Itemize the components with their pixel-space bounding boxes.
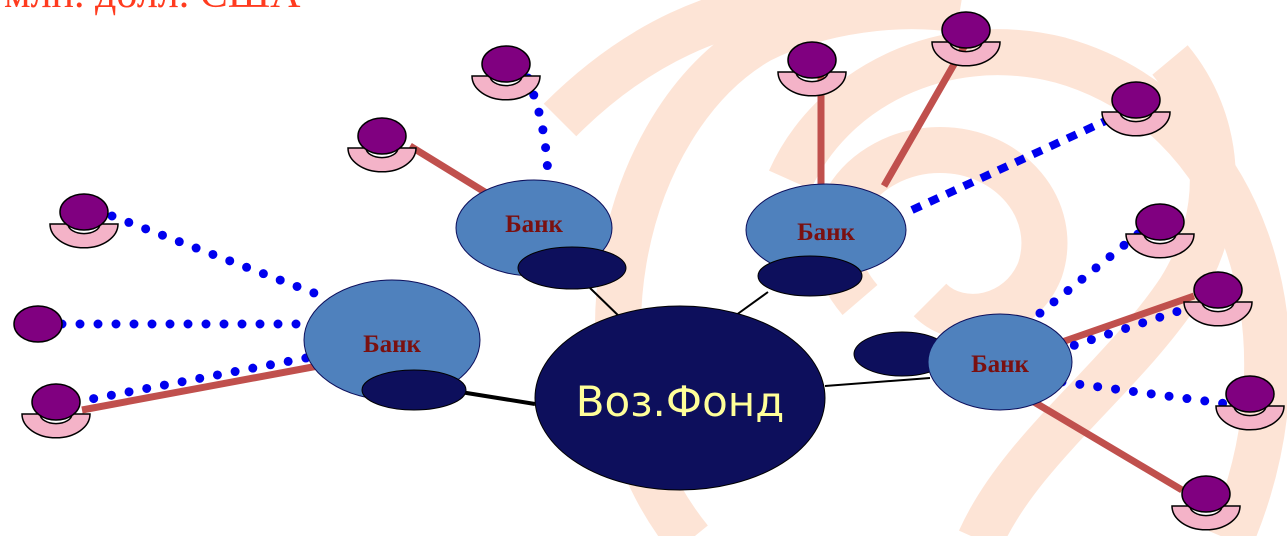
client-base-icon — [1215, 405, 1285, 431]
client-head-icon — [59, 193, 109, 231]
client-base-icon — [1171, 505, 1241, 531]
bank-label: Банк — [363, 331, 421, 358]
bank-vault — [517, 246, 627, 290]
dotted-link-right-3 — [1057, 377, 1233, 409]
dotted-link-right-1 — [1029, 229, 1143, 323]
client-head-icon — [1181, 475, 1231, 513]
solid-link-right-1 — [1060, 292, 1196, 346]
clients — [13, 11, 1285, 531]
client-base-icon — [931, 41, 1001, 67]
dotted-link-right-2 — [1061, 301, 1199, 353]
client-base-icon — [21, 413, 91, 439]
client-head-icon — [1193, 271, 1243, 309]
client-head-icon — [13, 305, 63, 343]
fund-node: Воз.Фонд — [534, 305, 826, 491]
client-head-icon — [1225, 375, 1275, 413]
client-base-icon — [1183, 301, 1253, 327]
bank-vault — [361, 369, 467, 411]
client-base-icon — [1125, 233, 1195, 259]
client-base-icon — [777, 71, 847, 97]
bank-bubble — [927, 313, 1073, 411]
fund-label: Воз.Фонд — [576, 377, 785, 426]
client-head-icon — [787, 41, 837, 79]
client-head-icon — [481, 45, 531, 83]
bank-label: Банк — [797, 219, 855, 246]
bank-left: Банк — [303, 279, 481, 411]
dotted-link-top-middle — [523, 73, 553, 181]
client-base-icon — [347, 147, 417, 173]
client-base-icon — [1101, 111, 1171, 137]
client-head-icon — [941, 11, 991, 49]
bank-right: Банк — [853, 313, 1073, 411]
client-head-icon — [357, 117, 407, 155]
client-base-icon — [471, 75, 541, 101]
solid-link-left-bottom — [81, 362, 319, 414]
solid-link-top-middle — [408, 143, 490, 197]
bank-label: Банк — [971, 351, 1029, 378]
dotted-link-left-bottom — [71, 353, 311, 407]
bank-vault — [757, 255, 863, 297]
bank-label: Банк — [505, 211, 563, 238]
client-head-icon — [1111, 81, 1161, 119]
client-head-icon — [31, 383, 81, 421]
bank-top-middle: Банк — [455, 179, 627, 290]
solid-link-right-2 — [1032, 398, 1184, 494]
client-head-icon — [1135, 203, 1185, 241]
dotted-links — [57, 73, 1233, 409]
link-fund-bank-right — [824, 377, 931, 387]
bank-top-right: Банк — [745, 183, 907, 297]
page-title: млн. долл. США — [4, 0, 300, 18]
client-base-icon — [49, 223, 119, 249]
fund-ellipse — [534, 305, 826, 491]
dotted-link-left-top — [107, 211, 327, 301]
